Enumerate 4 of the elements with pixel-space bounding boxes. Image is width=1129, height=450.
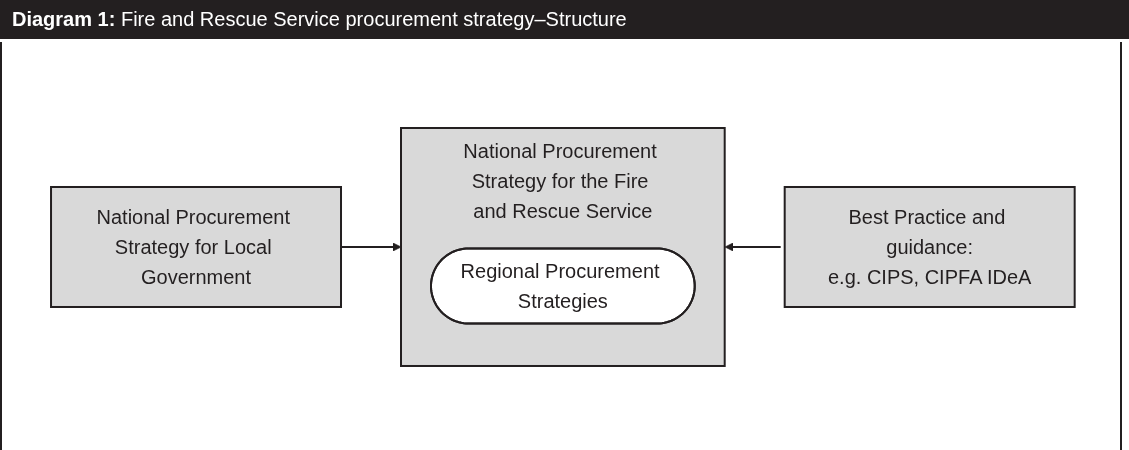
diagram-title: Diagram 1: Fire and Rescue Service procurement strategy–Structure [0, 0, 1129, 39]
arrow [724, 242, 782, 252]
node-box: Best Practice and guidance: e.g. CIPS, CIPFA IDeA [783, 186, 1076, 308]
node-box: National Procurement Strategy for Local Government [49, 186, 342, 308]
